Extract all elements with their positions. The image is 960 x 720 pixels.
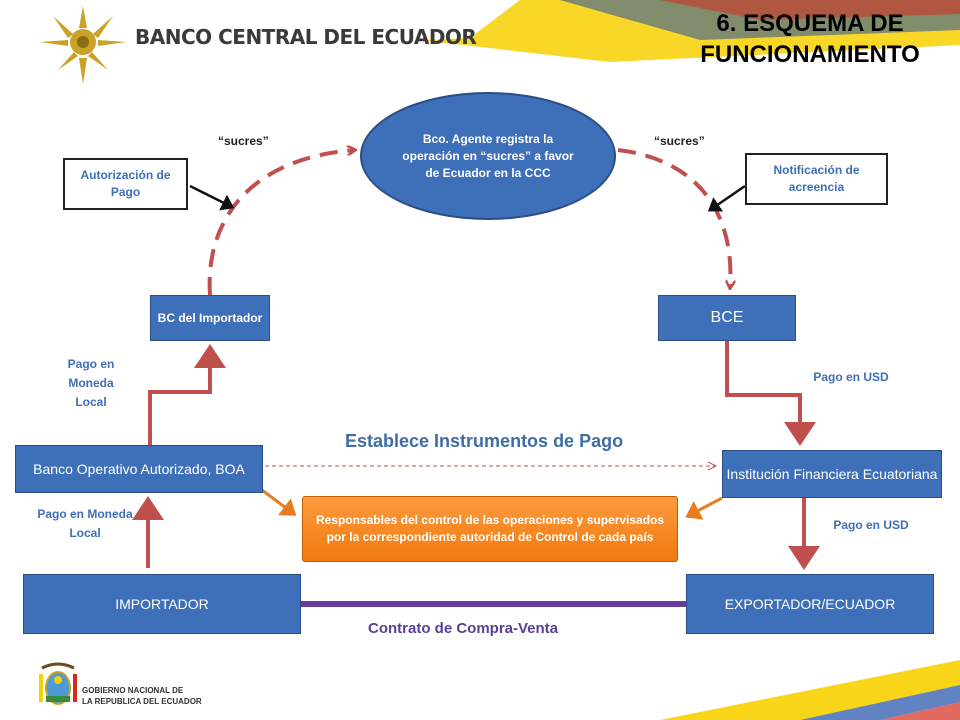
bc-importador-box: BC del Importador [150,295,270,341]
exportador-box: EXPORTADOR/ECUADOR [686,574,934,634]
gobierno-line1: GOBIERNO NACIONAL DE [82,686,184,695]
sucres-label-right: “sucres” [654,134,705,148]
brand-name: BANCO CENTRAL DEL ECUADOR [135,25,477,49]
agent-bank-ellipse: Bco. Agente registra la operación en “su… [360,92,616,220]
gobierno-nacional-text: GOBIERNO NACIONAL DE LA REPUBLICA DEL EC… [82,685,202,707]
slide-title-line2: FUNCIONAMIENTO [700,41,920,68]
footer-stripe-yellow [660,660,960,720]
boa-box: Banco Operativo Autorizado, BOA [15,445,263,493]
header-white-wedge [0,0,520,60]
footer-stripe-blue [800,685,960,720]
dashed-arc-right [617,148,730,288]
arrow-autorizacion [189,184,235,211]
autorizacion-pago-callout: Autorización de Pago [63,158,188,210]
header-band [0,0,960,62]
arrow-bce-to-ife [725,341,816,446]
pago-moneda-local-upper-label: Pago en Moneda Local [67,357,115,409]
dashed-arc-left [207,150,355,296]
bce-condor-logo-icon [40,6,126,84]
responsables-box: Responsables del control de las operacio… [302,496,678,562]
footer-stripe-red [880,702,960,720]
arrow-notificacion [707,184,746,212]
ecuador-coat-of-arms-icon [39,662,77,705]
pago-usd-lower-label: Pago en USD [833,518,909,532]
establece-instrumentos-label: Establece Instrumentos de Pago [345,431,624,451]
flag-stripe-red [660,0,960,20]
sucres-label-left: “sucres” [218,134,269,148]
importador-box: IMPORTADOR [23,574,301,634]
slide-title: 6. ESQUEMA DE FUNCIONAMIENTO [660,8,960,70]
arrow-boa-to-bc [148,344,226,445]
pago-usd-upper-label: Pago en USD [813,370,889,384]
arrow-orange-left [261,488,297,516]
notificacion-acreencia-callout: Notificación de acreencia [745,153,888,205]
footer-flag-stripes [660,660,960,720]
slide-title-line1: 6. ESQUEMA DE [716,10,904,37]
gobierno-line2: LA REPUBLICA DEL ECUADOR [82,697,202,706]
arrow-orange-right [685,496,723,520]
ife-box: Institución Financiera Ecuatoriana [722,450,942,498]
bce-box: BCE [658,295,796,341]
pago-moneda-local-lower-label: Pago en Moneda Local [37,507,133,540]
contrato-compra-venta-label: Contrato de Compra-Venta [368,620,559,637]
